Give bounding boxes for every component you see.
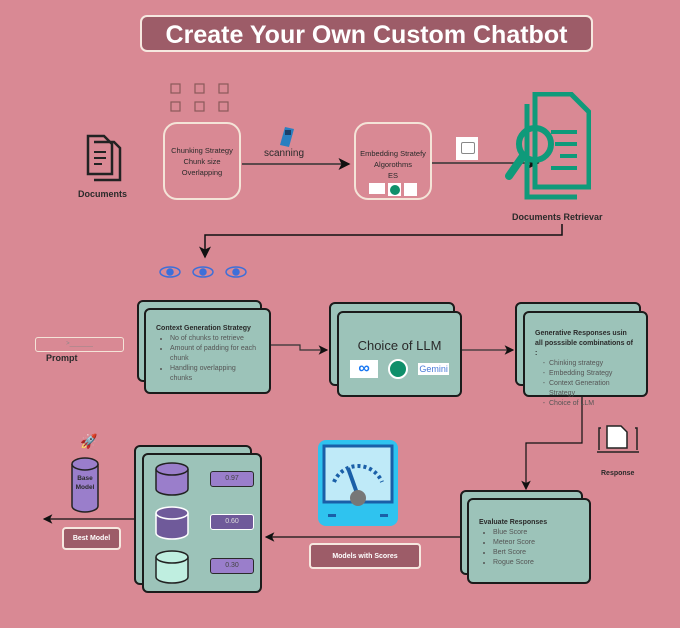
documents-retriever-label: Documents Retrievar xyxy=(512,212,603,222)
gauge-meter-icon xyxy=(318,440,398,526)
score-badge: 0.30 xyxy=(210,558,254,574)
openai-logo-icon xyxy=(388,359,409,379)
model-cylinders-icon xyxy=(155,462,189,584)
evaluate-responses-card: Evaluate Responses Blue ScoreMeteor Scor… xyxy=(467,498,591,584)
gemini-logo: Gemini xyxy=(418,363,449,375)
atom-icons xyxy=(159,266,247,278)
meta-logo-icon: ∞ xyxy=(350,360,379,378)
laptop-document-icon xyxy=(597,425,639,453)
context-generation-card: Context Generation Strategy No of chunks… xyxy=(144,308,271,394)
document-icon xyxy=(86,134,122,182)
evaluate-item: Meteor Score xyxy=(493,538,579,548)
arrow-context-llm xyxy=(270,344,329,355)
generative-responses-card: Generative Responses usin all posssible … xyxy=(523,311,648,407)
models-scores-card: 0.97 0.60 0.30 xyxy=(142,453,262,593)
google-logo-icon xyxy=(369,183,385,194)
documents-label: Documents xyxy=(78,189,128,199)
context-item: Handling overlapping chunks xyxy=(170,364,259,384)
score-badge: 0.97 xyxy=(210,471,254,487)
embedding-line: Embedding Stratefy xyxy=(360,149,426,158)
generative-title: Generative Responses usin all posssible … xyxy=(535,330,634,357)
llm-card: Choice of LLM ∞ Gemini xyxy=(337,311,462,397)
context-title: Context Generation Strategy xyxy=(156,325,251,332)
generative-item: Embedding Strategy xyxy=(549,369,636,379)
embedding-model-logo-icon xyxy=(404,183,417,196)
documents-retriever-icon xyxy=(505,92,591,200)
context-item: Amount of padding for each chunk xyxy=(170,344,259,364)
evaluate-item: Rogue Score xyxy=(493,558,579,568)
page-title: Create Your Own Custom Chatbot xyxy=(140,15,593,52)
rocket-icon: 🚀 xyxy=(80,433,98,449)
embedding-strategy-box: Embedding Stratefy Algorothms ES xyxy=(354,122,432,200)
embedding-line: Algorothms xyxy=(374,160,412,169)
arrow-retriever-context xyxy=(199,224,563,259)
embedding-line: ES xyxy=(387,171,398,180)
response-label: Response xyxy=(601,470,635,477)
models-with-scores-button[interactable]: Models with Scores xyxy=(309,543,421,569)
best-model-button[interactable]: Best Model xyxy=(62,527,121,550)
base-model-cylinder xyxy=(71,457,99,513)
generative-item: Context Generation Strategy xyxy=(549,379,636,399)
chunking-line: Overlapping xyxy=(181,167,223,177)
chunk-files-icons xyxy=(170,83,229,112)
chunking-line: Chunk size xyxy=(183,156,221,166)
base-model-label: Base Model xyxy=(75,475,95,491)
prompt-input[interactable]: >_______ xyxy=(35,337,124,352)
prompt-label: Prompt xyxy=(46,353,78,363)
chunking-line: Chunking Strategy xyxy=(171,145,233,155)
llm-title: Choice of LLM xyxy=(357,338,442,353)
generative-item: Choice of LLM xyxy=(549,399,636,409)
embedding-chip-icon xyxy=(456,137,478,160)
scanning-label: scanning xyxy=(264,148,305,159)
evaluate-item: Blue Score xyxy=(493,528,579,538)
context-item: No of chunks to retrieve xyxy=(170,334,259,344)
chunking-strategy-box: Chunking Strategy Chunk size Overlapping xyxy=(163,122,241,200)
openai-logo-icon xyxy=(388,183,401,196)
evaluate-title: Evaluate Responses xyxy=(479,519,548,526)
evaluate-item: Bert Score xyxy=(493,548,579,558)
scanner-icon xyxy=(280,127,294,147)
score-badge: 0.60 xyxy=(210,514,254,530)
arrow-gen-evaluate xyxy=(521,397,583,491)
generative-item: Chinking strategy xyxy=(549,359,636,369)
